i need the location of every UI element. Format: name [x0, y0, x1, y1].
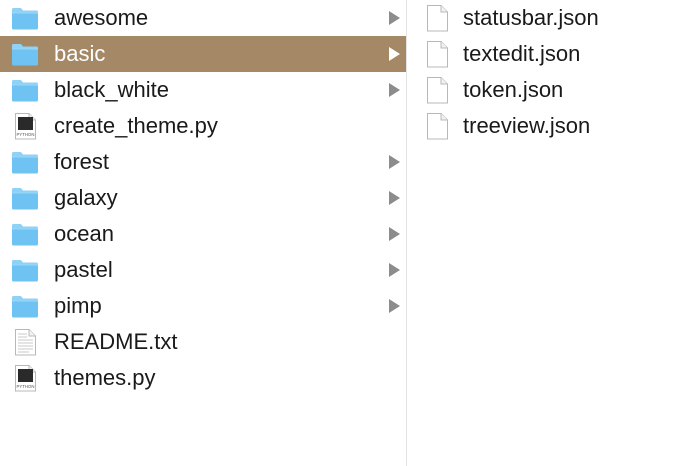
list-item[interactable]: pastel — [0, 252, 406, 288]
item-label: basic — [54, 41, 106, 66]
document-icon — [423, 76, 451, 104]
list-item[interactable]: galaxy — [0, 180, 406, 216]
document-icon — [423, 40, 451, 68]
chevron-right-icon — [389, 47, 400, 61]
folder-icon — [11, 256, 39, 284]
item-label: ocean — [54, 221, 114, 246]
list-item[interactable]: token.json — [407, 72, 674, 108]
list-item[interactable]: awesome — [0, 0, 406, 36]
child-column[interactable]: statusbar.json textedit.json token.json … — [407, 0, 674, 466]
svg-text:PYTHON: PYTHON — [17, 384, 35, 389]
chevron-right-icon — [389, 299, 400, 313]
item-label: README.txt — [54, 329, 178, 354]
parent-column[interactable]: awesome basic black_white PYTHON create_t… — [0, 0, 406, 466]
document-icon — [423, 4, 451, 32]
item-label: pimp — [54, 293, 102, 318]
chevron-right-icon — [389, 263, 400, 277]
list-item[interactable]: PYTHON create_theme.py — [0, 108, 406, 144]
chevron-right-icon — [389, 155, 400, 169]
list-item[interactable]: pimp — [0, 288, 406, 324]
text-file-icon — [11, 328, 39, 356]
item-label: treeview.json — [463, 113, 591, 138]
item-label: awesome — [54, 5, 149, 30]
item-label: statusbar.json — [463, 5, 599, 30]
chevron-right-icon — [389, 191, 400, 205]
folder-icon — [11, 292, 39, 320]
item-label: create_theme.py — [54, 113, 218, 138]
folder-icon — [11, 40, 39, 68]
folder-icon — [11, 4, 39, 32]
item-label: galaxy — [54, 185, 118, 210]
list-item[interactable]: ocean — [0, 216, 406, 252]
list-item[interactable]: README.txt — [0, 324, 406, 360]
item-label: forest — [54, 149, 110, 174]
item-label: textedit.json — [463, 41, 581, 66]
folder-icon — [11, 148, 39, 176]
column-divider[interactable] — [406, 0, 407, 466]
list-item[interactable]: statusbar.json — [407, 0, 674, 36]
item-label: black_white — [54, 77, 169, 102]
chevron-right-icon — [389, 227, 400, 241]
list-item[interactable]: treeview.json — [407, 108, 674, 144]
item-label: themes.py — [54, 365, 156, 390]
chevron-right-icon — [389, 11, 400, 25]
item-label: pastel — [54, 257, 113, 282]
list-item[interactable]: forest — [0, 144, 406, 180]
folder-icon — [11, 76, 39, 104]
item-label: token.json — [463, 77, 564, 102]
list-item[interactable]: black_white — [0, 72, 406, 108]
python-file-icon: PYTHON — [11, 112, 39, 140]
chevron-right-icon — [389, 83, 400, 97]
document-icon — [423, 112, 451, 140]
folder-icon — [11, 220, 39, 248]
python-file-icon: PYTHON — [11, 364, 39, 392]
list-item[interactable]: textedit.json — [407, 36, 674, 72]
list-item[interactable]: basic — [0, 36, 406, 72]
folder-icon — [11, 184, 39, 212]
list-item[interactable]: PYTHON themes.py — [0, 360, 406, 396]
svg-text:PYTHON: PYTHON — [17, 132, 35, 137]
